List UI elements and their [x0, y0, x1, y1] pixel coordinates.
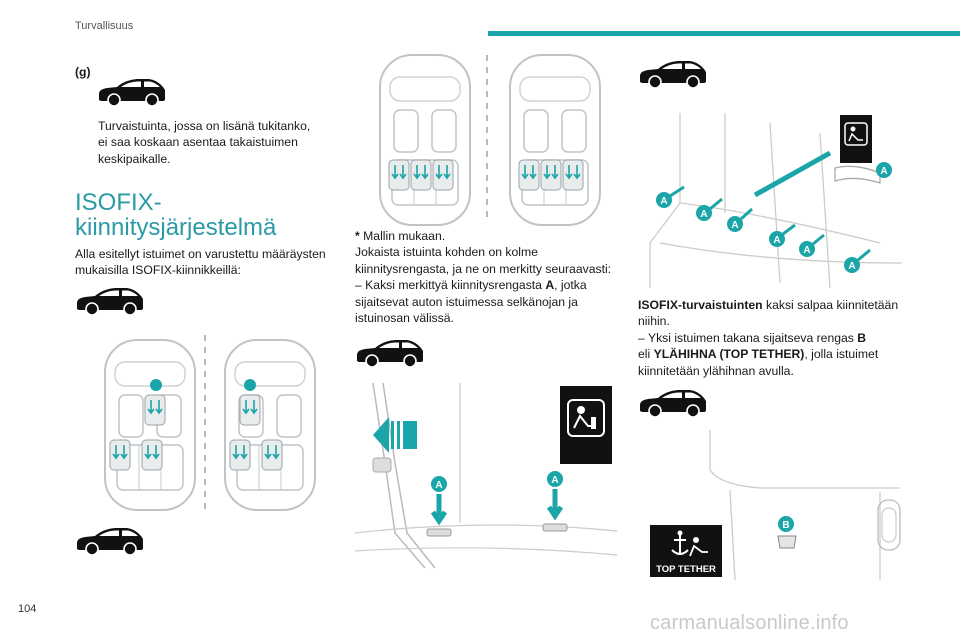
top-tether-description: ISOFIX-turvaistuinten kaksi salpaa kiinn… [638, 298, 899, 378]
anchor-label-a: A [880, 166, 887, 177]
anchor-label-b: B [782, 520, 789, 531]
isofix-anchor-illustration: A A [354, 382, 618, 569]
header-accent-bar [488, 31, 960, 36]
section-heading: ISOFIX- kiinnitysjärjestelmä [75, 189, 277, 241]
top-tether-label: TOP TETHER [656, 564, 716, 575]
section-title: Turvallisuus [75, 20, 134, 32]
seat-diagram-7seat [379, 54, 601, 226]
isofix-symbol-icon [844, 122, 868, 146]
seat-diagram-5seat [104, 335, 316, 513]
anchor-label-a: A [773, 235, 780, 246]
car-suv-icon [639, 389, 707, 418]
seat-row-isofix-illustration: A A A A A A A [649, 113, 903, 289]
car-suv-icon [356, 339, 424, 368]
page-number: 104 [18, 603, 37, 615]
anchor-label-a: A [435, 480, 442, 491]
car-suv-icon [76, 287, 144, 316]
footnote-mark: (g) [75, 65, 91, 79]
car-suv-icon [98, 78, 166, 107]
car-suv-icon [76, 527, 144, 556]
anchor-label-a: A [660, 196, 667, 207]
anchor-label-a: A [848, 261, 855, 272]
anchor-label-a: A [700, 209, 707, 220]
isofix-symbol-icon [567, 399, 605, 437]
note-text: Turvaistuinta, jossa on lisänä tukitanko… [98, 119, 311, 166]
arrow-left-large [373, 417, 417, 453]
anchor-label-a: A [803, 245, 810, 256]
top-tether-symbol-icon [671, 530, 708, 557]
top-tether-illustration: B TOP TETHER [650, 430, 901, 581]
intro-text: Alla esitellyt istuimet on varustettu mä… [75, 247, 326, 278]
watermark: carmanualsonline.info [650, 612, 849, 634]
anchor-label-a: A [731, 220, 738, 231]
anchor-label-a: A [551, 475, 558, 486]
car-suv-icon [639, 60, 707, 89]
isofix-description: * Mallin mukaan. Jokaista istuinta kohde… [355, 229, 612, 326]
